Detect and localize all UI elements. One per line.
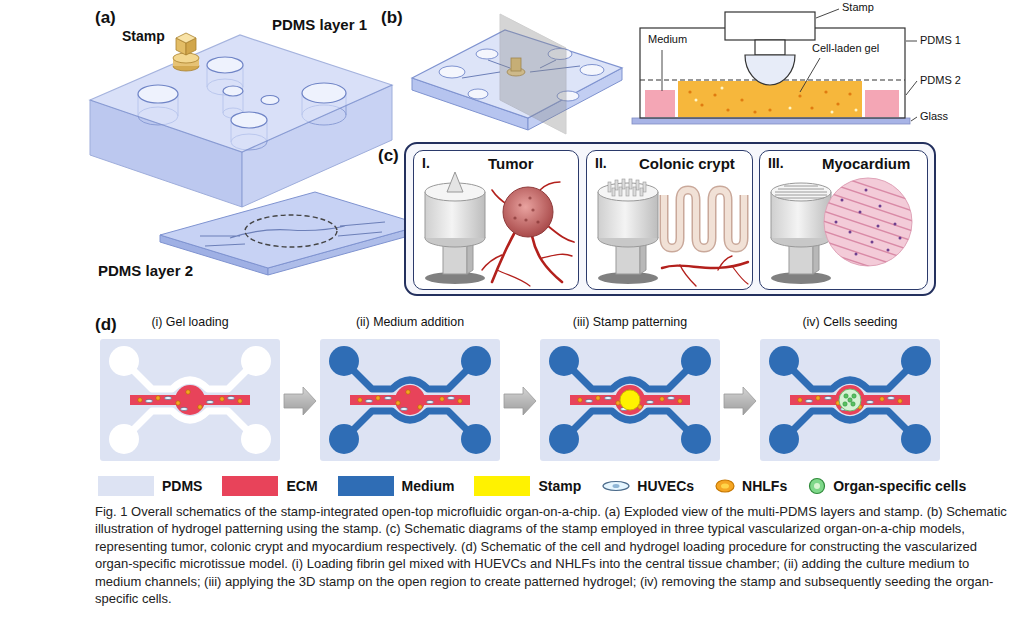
panel-letter: (c) xyxy=(378,146,399,166)
legend-text: Stamp xyxy=(538,478,581,494)
legend-item: PDMS xyxy=(98,476,202,496)
legend-swatch xyxy=(98,476,154,496)
legend-text: PDMS xyxy=(162,478,202,494)
legend: PDMS ECM Medium Stamp HUVECs NHLFs Organ-speci… xyxy=(98,476,986,496)
model-number: II. xyxy=(595,155,607,172)
model-title: Tumor xyxy=(488,155,534,173)
step-heading: (iii) Stamp patterning xyxy=(540,315,720,330)
legend-swatch xyxy=(474,476,530,496)
process-arrow xyxy=(284,387,316,415)
layer-label: Glass xyxy=(920,110,948,123)
step-panel: (i) Gel loading xyxy=(100,313,280,463)
panel-letter: (b) xyxy=(381,8,403,28)
panel-letter: (d) xyxy=(95,315,117,335)
legend-item: HUVECs xyxy=(601,478,694,494)
model-box: I. Tumor xyxy=(413,150,579,290)
part-label: Medium xyxy=(648,33,687,46)
part-label: Stamp xyxy=(842,1,874,14)
cell-icon xyxy=(601,478,631,494)
model-title: Colonic crypt xyxy=(639,155,735,173)
model-number: I. xyxy=(422,155,430,172)
part-label: PDMS layer 1 xyxy=(272,16,367,33)
step-panel: (iv) Cells seeding xyxy=(760,313,940,463)
cell-icon xyxy=(807,477,827,495)
legend-item: ECM xyxy=(222,476,317,496)
model-box: II. Colonic crypt xyxy=(586,150,753,290)
part-label: PDMS layer 2 xyxy=(98,262,193,279)
legend-item: Organ-specific cells xyxy=(807,477,966,495)
process-arrow xyxy=(724,387,756,415)
model-title: Myocardium xyxy=(822,155,910,173)
step-heading: (ii) Medium addition xyxy=(320,315,500,330)
model-number: III. xyxy=(768,155,784,172)
legend-item: Stamp xyxy=(474,476,581,496)
step-heading: (i) Gel loading xyxy=(100,315,280,330)
legend-text: Medium xyxy=(402,478,455,494)
part-label: Stamp xyxy=(122,28,165,44)
step-heading: (iv) Cells seeding xyxy=(760,315,940,330)
layer-label: PDMS 1 xyxy=(920,34,961,47)
panel-letter: (a) xyxy=(95,8,116,28)
step-panel: (iii) Stamp patterning xyxy=(540,313,720,463)
layer-label: PDMS 2 xyxy=(920,74,961,87)
cell-icon xyxy=(714,478,736,494)
legend-text: NHLFs xyxy=(742,478,787,494)
legend-text: ECM xyxy=(286,478,317,494)
legend-item: NHLFs xyxy=(714,478,787,494)
model-box: III. Myocardium xyxy=(759,150,928,290)
figure-caption: Fig. 1 Overall schematics of the stamp-i… xyxy=(95,503,1010,607)
legend-item: Medium xyxy=(338,476,455,496)
legend-text: HUVECs xyxy=(637,478,694,494)
legend-swatch xyxy=(222,476,278,496)
legend-text: Organ-specific cells xyxy=(833,478,966,494)
step-panel: (ii) Medium addition xyxy=(320,313,500,463)
process-arrow xyxy=(504,387,536,415)
legend-swatch xyxy=(338,476,394,496)
part-label: Cell-laden gel xyxy=(812,42,879,55)
